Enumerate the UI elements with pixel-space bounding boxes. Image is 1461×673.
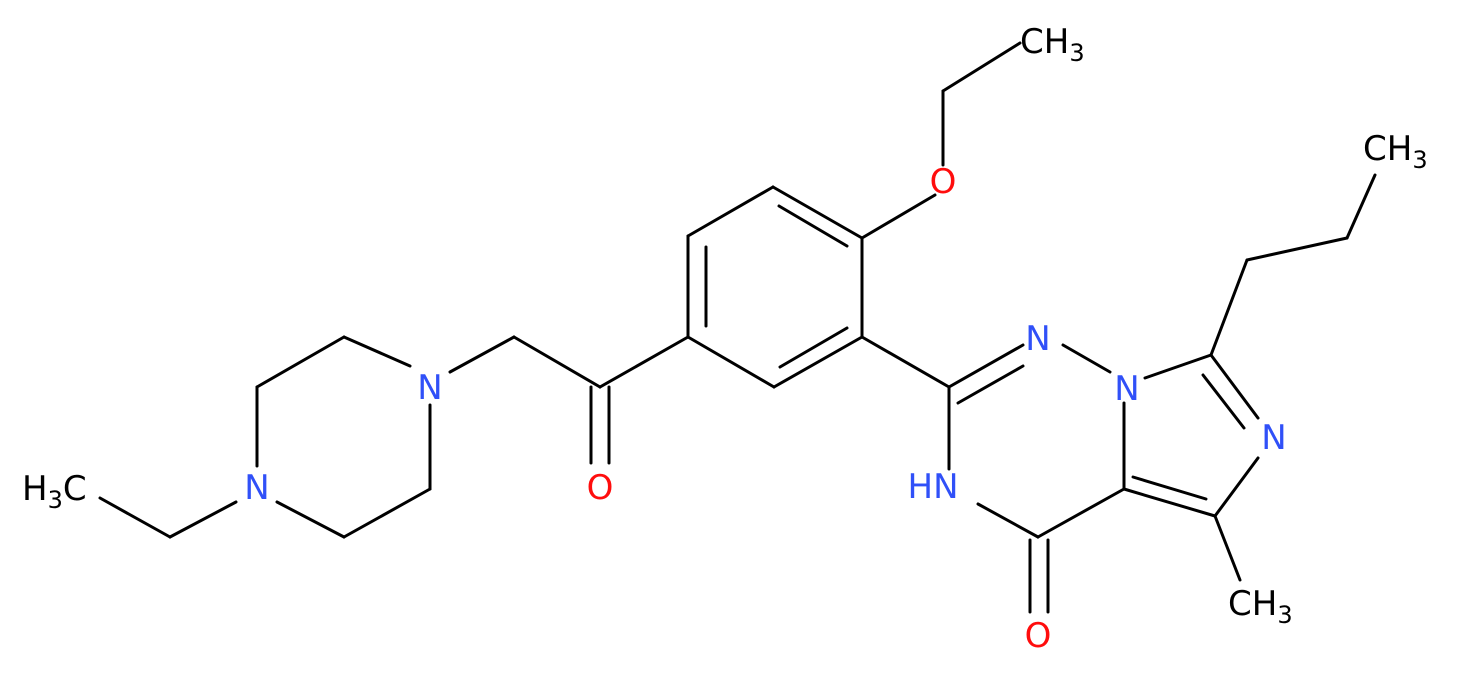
h3c-ethyl-label: H3C (22, 469, 87, 514)
bond (778, 326, 849, 369)
bond (772, 335, 864, 389)
bonds (98, 41, 1377, 614)
bond (686, 185, 775, 238)
atom-labels: CH3 O CH3 N N N HN O CH3 O N N H3C (22, 22, 1428, 656)
bond (1122, 487, 1217, 518)
oxygen-ethoxy-label: O (930, 162, 957, 202)
nitrogen-piperazine-bottom-label: N (244, 468, 269, 508)
bond (1209, 258, 1249, 357)
bond (1345, 173, 1377, 240)
bond (512, 335, 602, 389)
bond (1213, 514, 1242, 582)
bond (1061, 343, 1112, 374)
bond (1036, 487, 1126, 539)
oxygen-ketone-label: O (587, 468, 614, 508)
bond (168, 500, 238, 539)
bond (860, 335, 951, 389)
bond (1209, 353, 1260, 420)
bond (1201, 373, 1246, 430)
ch3-propyl-label: CH3 (1363, 129, 1428, 174)
bond (598, 335, 690, 389)
bond (1143, 353, 1213, 380)
nitrogen-triazine-label: N (1025, 319, 1050, 359)
bond (448, 335, 516, 374)
bond (771, 185, 864, 240)
nitrogen-bridge-label: N (1114, 369, 1139, 409)
nh-label: HN (908, 467, 959, 507)
bond (956, 364, 1025, 405)
nitrogen-piperazine-top-label: N (417, 368, 442, 408)
bond (342, 487, 432, 539)
bond (275, 500, 346, 539)
oxygen-carbonyl-label: O (1025, 616, 1052, 656)
bond (342, 335, 412, 368)
ch3-ethoxy-label: CH3 (1020, 22, 1085, 67)
bond (1213, 456, 1260, 518)
bond (686, 335, 776, 389)
bond (1131, 475, 1208, 501)
bond (1245, 236, 1349, 262)
ch3-methyl-label: CH3 (1228, 584, 1293, 629)
nitrogen-imidazole-label: N (1261, 418, 1286, 458)
bond (98, 496, 172, 539)
bond (777, 204, 849, 248)
bond (947, 343, 1025, 389)
bond (976, 502, 1040, 539)
bond (941, 41, 1022, 93)
bond (255, 335, 346, 389)
bond (860, 193, 937, 240)
